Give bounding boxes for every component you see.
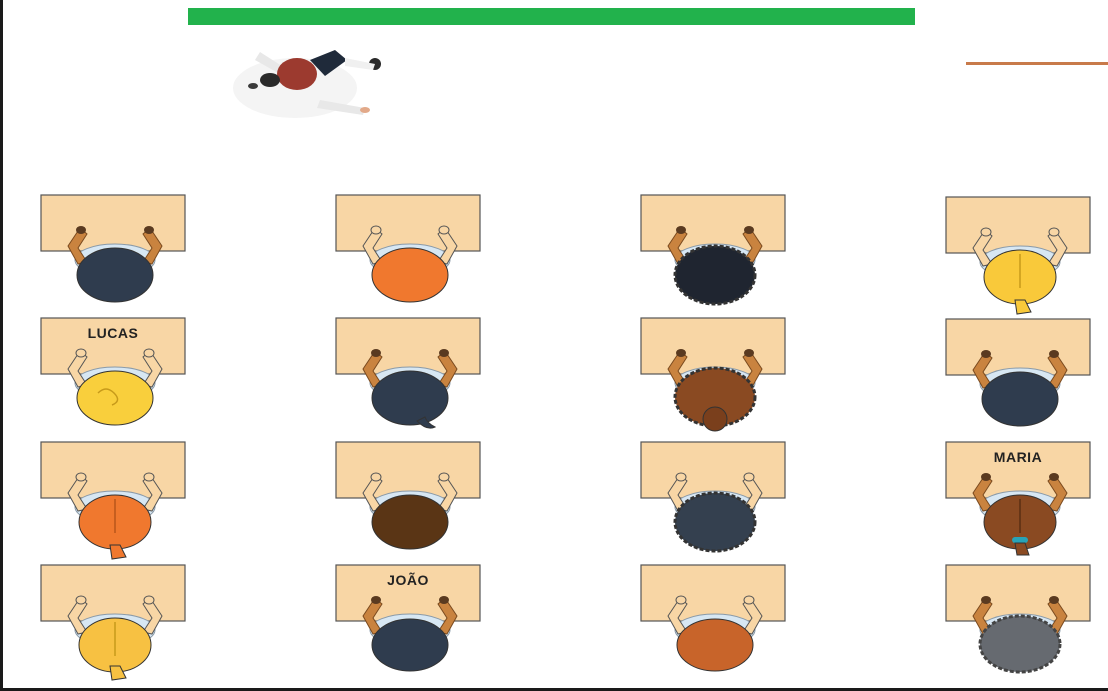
student-seat [640, 317, 790, 437]
student-seat [40, 564, 190, 684]
student-seat [945, 196, 1095, 316]
student-figure [640, 317, 790, 437]
student-seat [335, 441, 485, 561]
student-seat [40, 194, 190, 314]
student-figure [945, 318, 1095, 438]
student-seat [640, 564, 790, 684]
student-seat: MARIA [945, 441, 1095, 561]
student-figure [640, 564, 790, 684]
student-seat [335, 317, 485, 437]
student-figure [640, 194, 790, 314]
student-seat [640, 441, 790, 561]
student-seat [945, 564, 1095, 684]
student-figure [335, 441, 485, 561]
student-name-label: MARIA [945, 449, 1091, 465]
door-line [966, 62, 1108, 65]
student-figure [640, 441, 790, 561]
student-figure [335, 317, 485, 437]
student-figure [40, 441, 190, 561]
student-figure [335, 194, 485, 314]
student-seat [945, 318, 1095, 438]
student-name-label: JOÃO [335, 572, 481, 588]
frame-left-border [0, 0, 3, 691]
student-seat [40, 441, 190, 561]
teacher-figure [225, 30, 395, 130]
student-seat [640, 194, 790, 314]
student-seat [335, 194, 485, 314]
student-figure [40, 194, 190, 314]
blackboard [188, 8, 915, 25]
student-seat: JOÃO [335, 564, 485, 684]
student-figure [40, 564, 190, 684]
student-seat: LUCAS [40, 317, 190, 437]
student-figure [945, 564, 1095, 684]
student-figure [945, 196, 1095, 316]
student-name-label: LUCAS [40, 325, 186, 341]
